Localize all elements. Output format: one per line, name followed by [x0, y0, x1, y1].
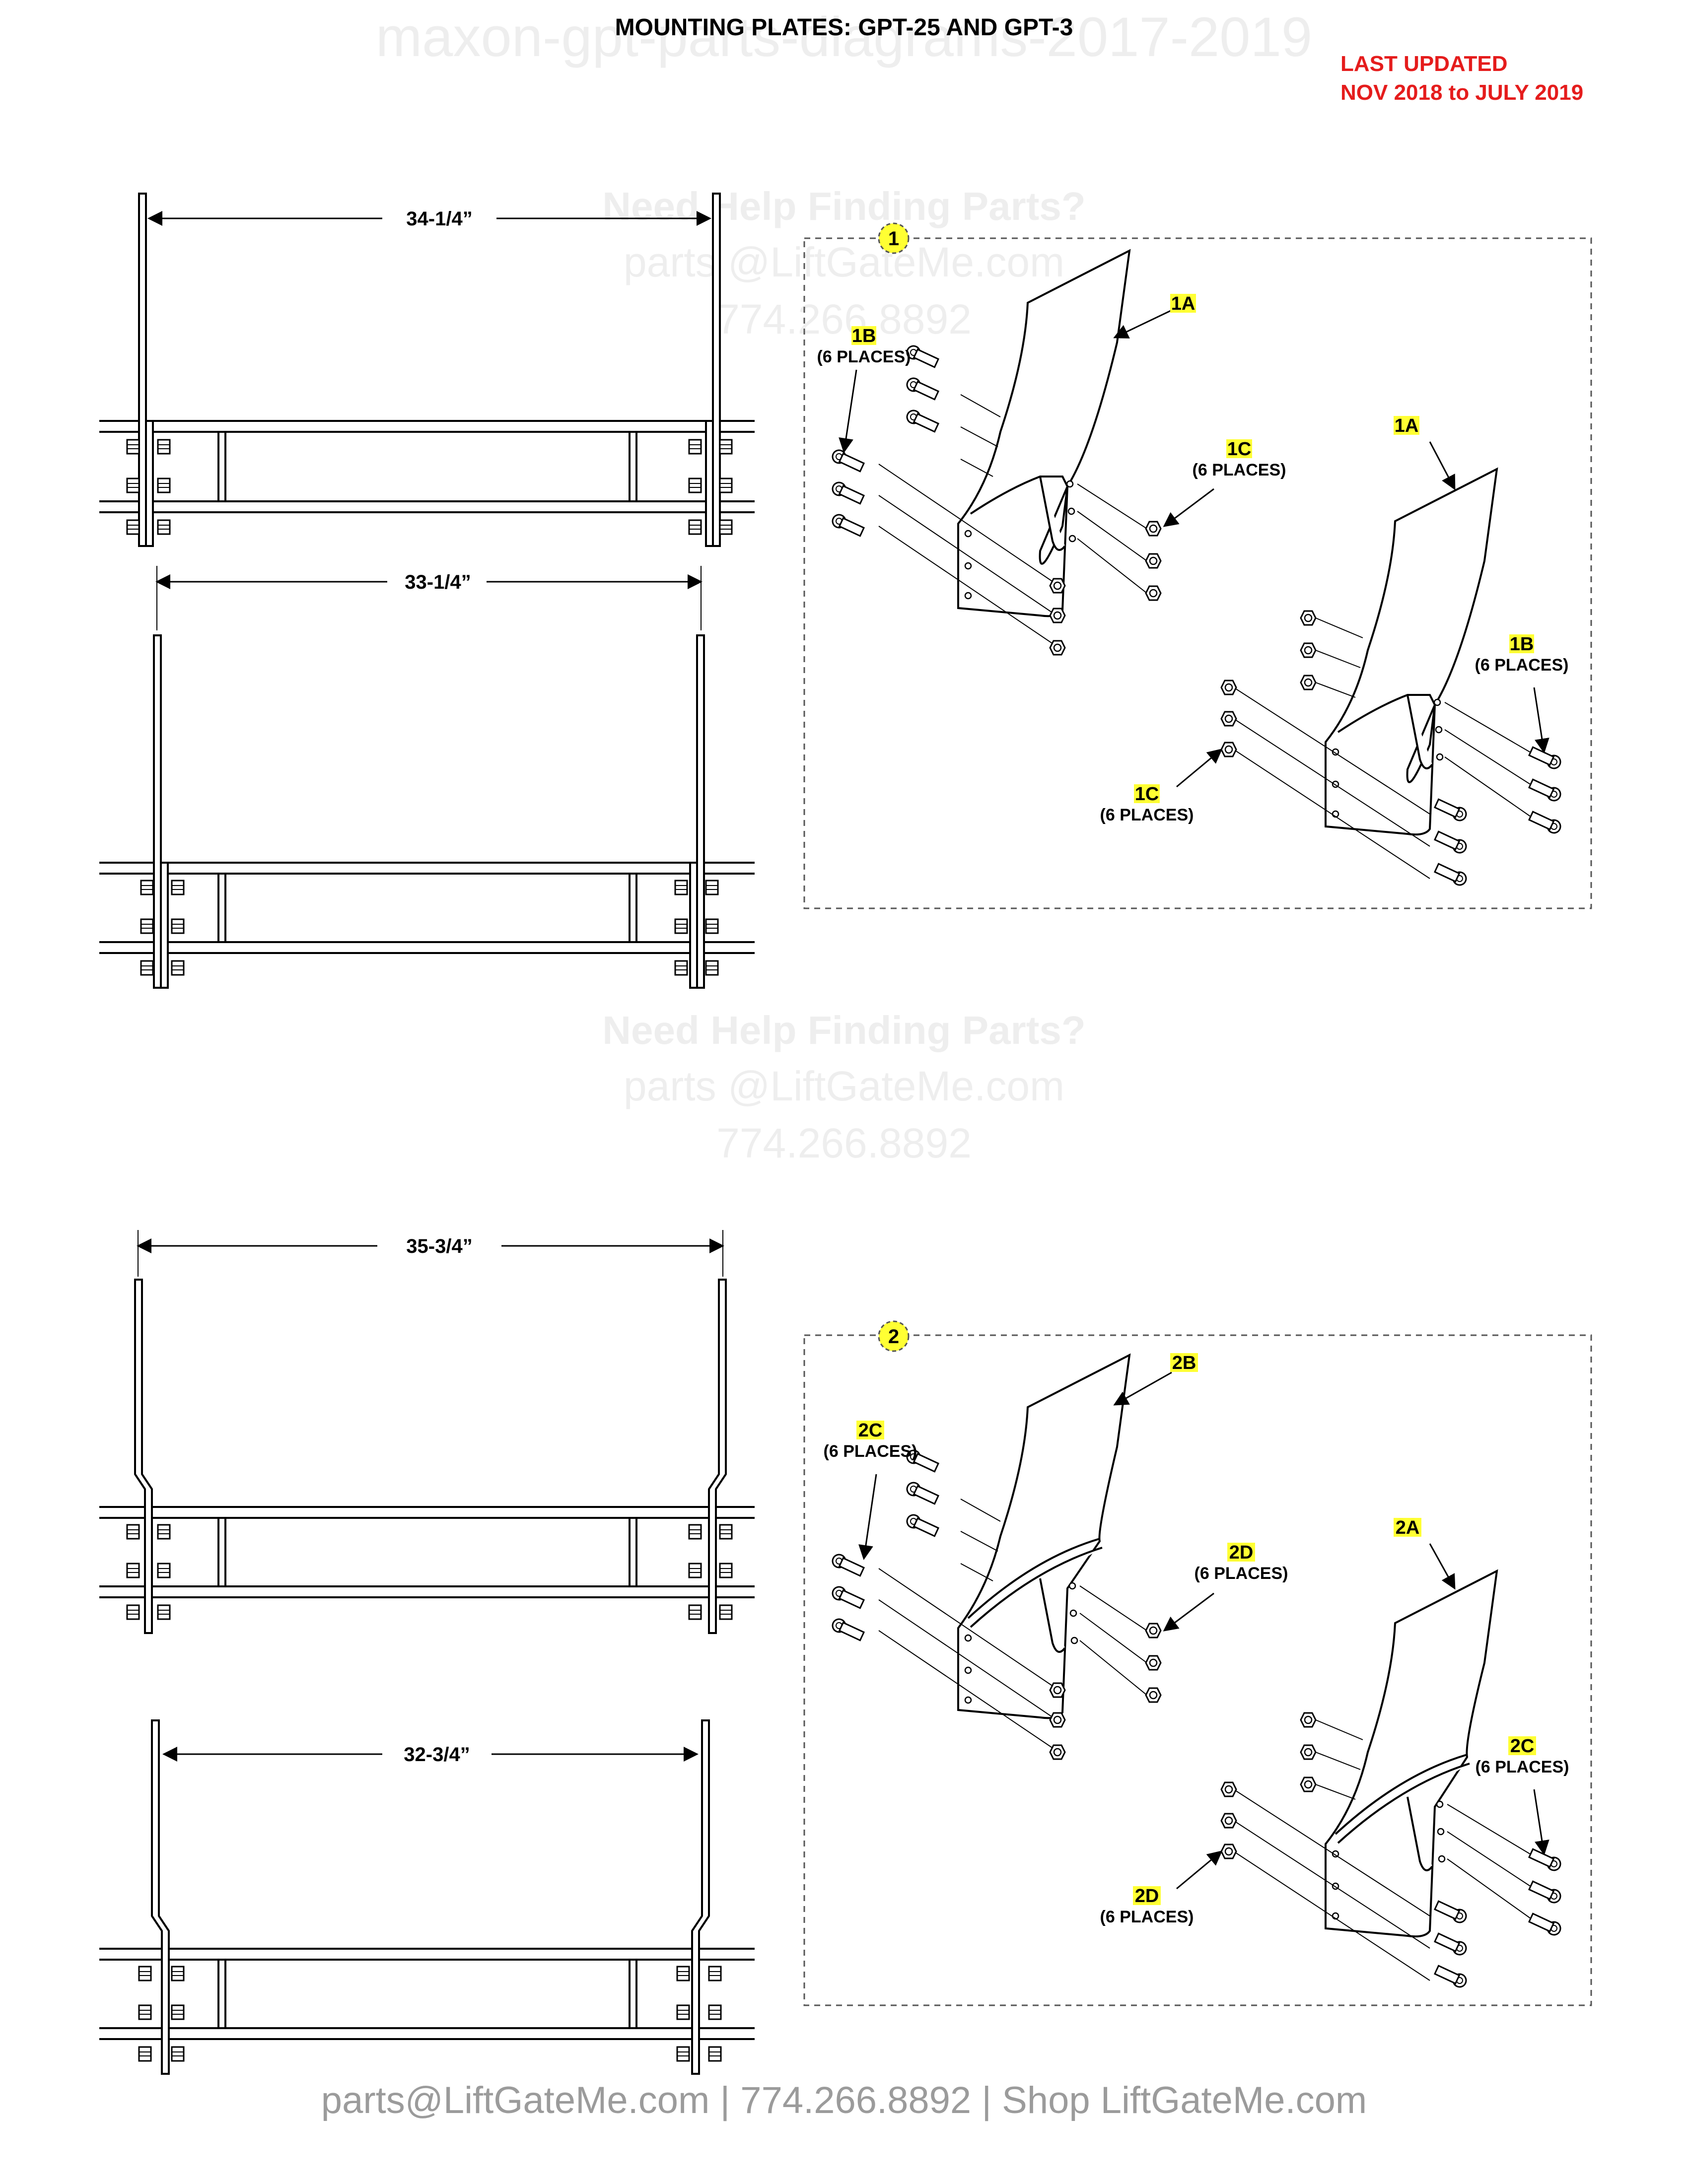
dimension-label-34-1-4: 34-1/4” [406, 208, 472, 230]
callout-1B-right: 1B [1510, 634, 1534, 655]
callout-1C-top-qty: (6 PLACES) [1193, 461, 1286, 479]
dimension-label-33-1-4: 33-1/4” [405, 571, 471, 593]
callout-2A: 2A [1396, 1517, 1420, 1538]
callout-2B-highlight [1170, 1353, 1198, 1372]
watermark-phone: 774.266.8892 [716, 296, 972, 342]
callout-2A-highlight [1394, 1518, 1421, 1537]
callout-1A-right: 1A [1395, 415, 1419, 436]
callout-2C-left: 2C [858, 1420, 883, 1441]
dimension-label-32-3-4: 32-3/4” [404, 1744, 470, 1766]
frame-view-1 [99, 193, 755, 547]
callout-1C-bottom: 1C [1135, 784, 1159, 805]
assembly-lines-1-left [878, 394, 1147, 651]
group-1-badge [878, 222, 910, 254]
callout-1B-right-qty: (6 PLACES) [1475, 656, 1569, 675]
nuts-1C-left [1049, 521, 1162, 656]
assembly-lines-1-right [1233, 617, 1535, 879]
mounting-plate-1A-right [1325, 467, 1498, 836]
callout-arrows-2 [858, 1371, 1549, 1890]
callout-2D-top-highlight [1227, 1543, 1255, 1562]
mounting-plate-2A [1325, 1569, 1498, 1938]
callout-1B-left: 1B [852, 326, 876, 346]
watermark-block-top: Need Help Finding Parts? parts @LiftGate… [496, 184, 1192, 343]
watermark-title: maxon-gpt-parts-diagrams-2017-2019 [375, 6, 1313, 68]
callout-1A-right-highlight [1394, 416, 1419, 435]
frame-view-2 [99, 634, 755, 989]
plate-holes-2B [964, 1582, 1078, 1704]
callout-2D-bottom-highlight [1133, 1886, 1161, 1905]
last-updated-range: NOV 2018 to JULY 2019 [1340, 80, 1584, 105]
callout-1B-left-highlight [851, 326, 876, 345]
watermark-help: Need Help Finding Parts? [602, 184, 1086, 228]
callout-2D-top-qty: (6 PLACES) [1195, 1564, 1288, 1583]
watermark-block-middle: Need Help Finding Parts? parts @LiftGate… [496, 1008, 1192, 1167]
nuts-2D-left [1049, 1623, 1162, 1760]
watermark-email: parts @LiftGateMe.com [623, 1063, 1065, 1109]
callout-1B-right-highlight [1509, 634, 1534, 653]
nuts-1C-right [1220, 610, 1317, 757]
callout-2C-right-highlight [1508, 1736, 1536, 1755]
callout-2C-left-highlight [856, 1421, 884, 1439]
callout-2D-top: 2D [1229, 1542, 1254, 1563]
last-updated-label: LAST UPDATED [1340, 52, 1508, 76]
watermark-help: Need Help Finding Parts? [602, 1008, 1086, 1052]
callout-2C-right: 2C [1510, 1736, 1535, 1757]
plate-holes-1A-right [1332, 698, 1444, 818]
dimension-line-3 [137, 1230, 724, 1277]
frame-bolts-2 [140, 880, 719, 976]
bolts-2C-left [830, 1447, 940, 1643]
callout-2C-left-qty: (6 PLACES) [824, 1442, 917, 1461]
bolts-1B-right [1433, 745, 1563, 888]
group-1-number: 1 [888, 228, 899, 250]
footer-contact[interactable]: parts@LiftGateMe.com | 774.266.8892 | Sh… [321, 2079, 1367, 2121]
bolts-1B-left [830, 343, 940, 539]
watermark-phone: 774.266.8892 [716, 1120, 972, 1166]
callout-1C-bottom-qty: (6 PLACES) [1100, 806, 1194, 824]
last-updated-note: LAST UPDATED NOV 2018 to JULY 2019 [1340, 50, 1583, 107]
mounting-plate-2B [957, 1353, 1131, 1719]
callout-2B: 2B [1172, 1353, 1196, 1373]
callout-1C-top-highlight [1226, 439, 1252, 458]
dimension-line-2 [155, 566, 703, 630]
assembly-lines-2-left [878, 1499, 1147, 1755]
callout-2C-right-qty: (6 PLACES) [1476, 1758, 1569, 1776]
bolts-2C-right [1433, 1846, 1563, 1990]
page-title: MOUNTING PLATES: GPT-25 AND GPT-3 [615, 14, 1073, 41]
watermark-email: parts @LiftGateMe.com [623, 239, 1065, 285]
mounting-plate-1A-left [957, 249, 1131, 617]
callout-1C-top: 1C [1227, 439, 1252, 460]
callout-arrows-1 [839, 309, 1549, 788]
frame-view-4 [99, 1719, 755, 2075]
callout-1A-left: 1A [1171, 293, 1196, 314]
group-2-number: 2 [888, 1326, 899, 1348]
dimension-label-35-3-4: 35-3/4” [406, 1235, 472, 1257]
detail-box-1 [803, 237, 1592, 909]
frame-view-3 [99, 1279, 755, 1634]
detail-box-2 [803, 1334, 1592, 2006]
callout-2D-bottom-qty: (6 PLACES) [1100, 1908, 1194, 1926]
callout-1C-bottom-highlight [1134, 784, 1160, 803]
assembly-lines-2-right [1233, 1719, 1535, 1981]
callout-1B-left-qty: (6 PLACES) [817, 347, 911, 366]
callout-1A-left-highlight [1170, 294, 1196, 313]
group-2-badge [878, 1320, 910, 1352]
nuts-2D-right [1220, 1712, 1317, 1859]
plate-holes-1A-left [964, 480, 1076, 600]
callout-2D-bottom: 2D [1135, 1886, 1159, 1907]
